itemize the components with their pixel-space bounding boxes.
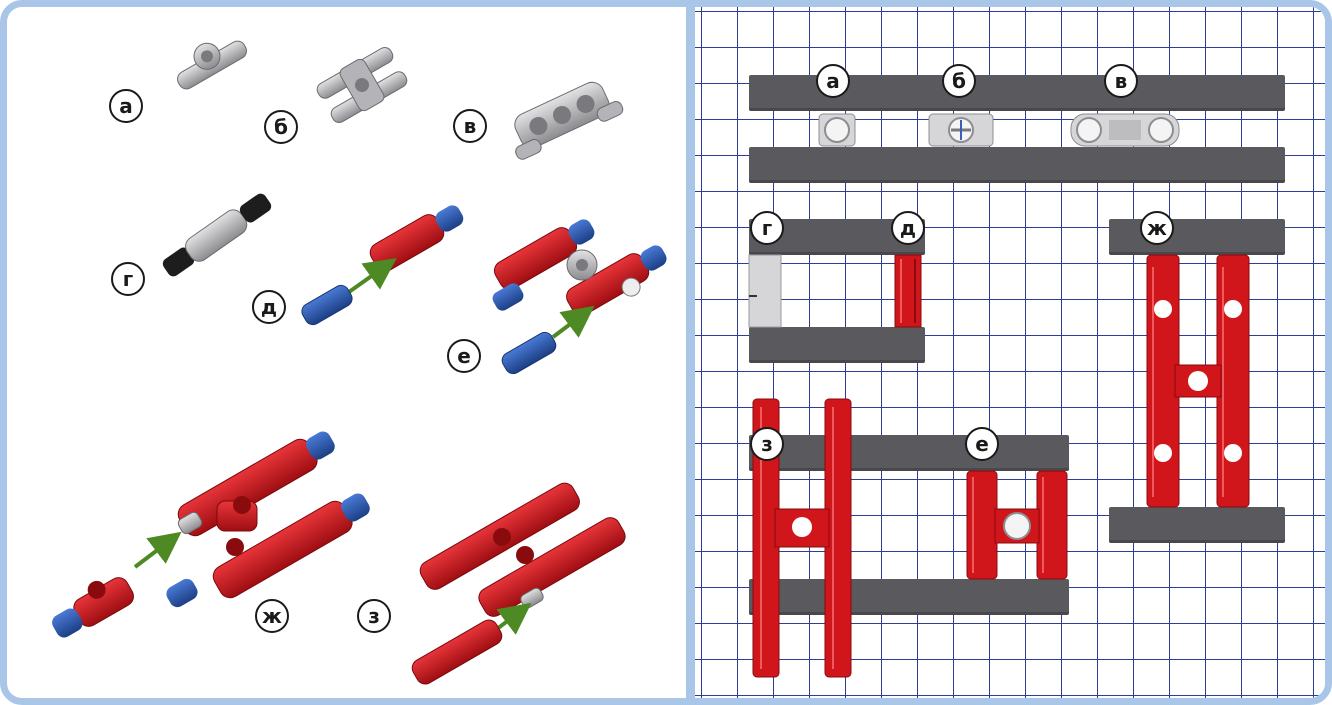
part-a-connector [168, 26, 250, 92]
label-z: з [357, 599, 391, 633]
grid-label-d: д [891, 211, 925, 245]
label-a: а [109, 89, 143, 123]
label-g: г [111, 262, 145, 296]
grid-pin-d [895, 255, 921, 327]
parts-illustration-panel: а б в г д е ж з [7, 7, 686, 705]
grid-label-v: в [1104, 64, 1138, 98]
grid-h-e [967, 471, 1067, 579]
part-d-assembly [299, 199, 468, 328]
grid-pin-g [749, 255, 781, 327]
part-zh-assembly [44, 424, 376, 643]
grid-layout-panel: а б в г д ж з е [695, 7, 1332, 705]
grid-label-zh: ж [1140, 211, 1174, 245]
part-g-pin [159, 189, 275, 281]
grid-label-a: а [816, 64, 850, 98]
grid-label-b: б [942, 64, 976, 98]
label-e: е [447, 339, 481, 373]
grid-label-e: е [965, 427, 999, 461]
label-zh: ж [255, 599, 289, 633]
parts-illustration [7, 7, 686, 705]
grid-label-g: г [750, 211, 784, 245]
part-v-wide-connector [502, 74, 625, 161]
grid-label-z: з [750, 427, 784, 461]
label-d: д [252, 290, 286, 324]
label-b: б [264, 110, 298, 144]
grid-parts [695, 7, 1332, 705]
grid-h-zh [1147, 255, 1249, 507]
panel-divider [686, 7, 695, 705]
label-v: в [453, 109, 487, 143]
part-z-assembly [409, 480, 629, 688]
part-b-double-connector [314, 43, 411, 127]
part-e-assembly [490, 213, 675, 377]
